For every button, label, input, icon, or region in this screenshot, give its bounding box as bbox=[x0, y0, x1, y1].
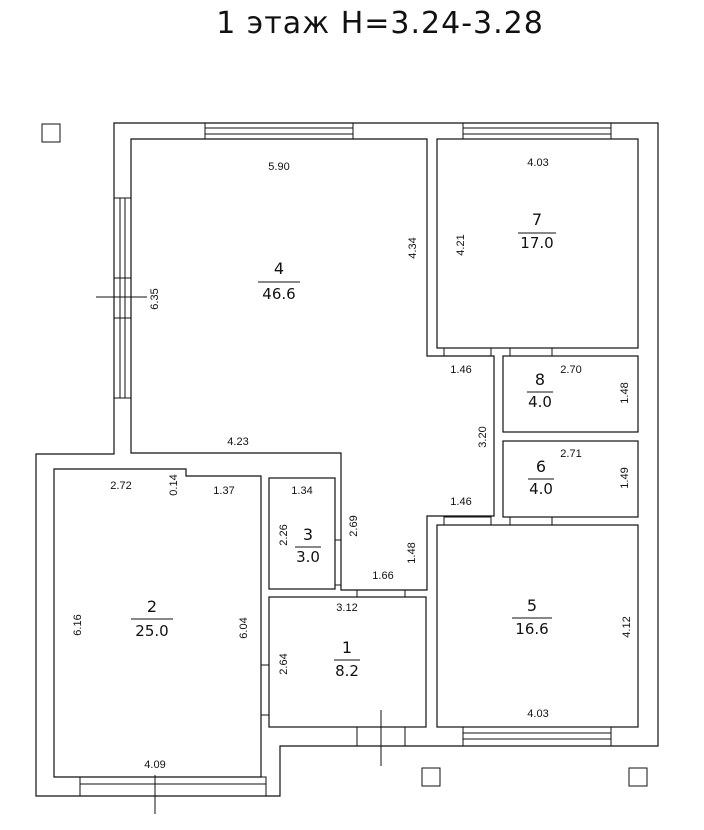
svg-text:4: 4 bbox=[274, 259, 284, 278]
dim-label: 2.71 bbox=[560, 448, 581, 460]
room-3-outline bbox=[268, 477, 336, 590]
door-3 bbox=[334, 539, 342, 586]
dim-label: 1.46 bbox=[450, 364, 471, 376]
outer-wall bbox=[35, 122, 659, 797]
room-8-label: 8 4.0 bbox=[527, 370, 553, 411]
dim-label: 1.48 bbox=[406, 542, 418, 563]
door-5 bbox=[443, 516, 492, 526]
dim-label: 1.66 bbox=[372, 570, 393, 582]
room-4-label: 4 46.6 bbox=[258, 259, 300, 303]
door-1-top bbox=[356, 589, 406, 598]
dim-label: 0.14 bbox=[168, 474, 180, 495]
svg-text:6: 6 bbox=[536, 457, 546, 476]
room-6-outline bbox=[502, 440, 639, 518]
svg-text:1: 1 bbox=[342, 638, 352, 657]
door-1-side bbox=[260, 664, 270, 716]
window-bottom-left bbox=[79, 776, 267, 797]
dim-label: 4.09 bbox=[144, 759, 165, 771]
door-8 bbox=[509, 347, 553, 357]
svg-text:5: 5 bbox=[527, 596, 537, 615]
svg-text:8.2: 8.2 bbox=[335, 662, 359, 680]
dim-label: 1.46 bbox=[450, 496, 471, 508]
svg-text:4.0: 4.0 bbox=[528, 393, 552, 411]
column-marker bbox=[41, 123, 61, 143]
svg-text:46.6: 46.6 bbox=[262, 285, 295, 303]
dim-label: 4.03 bbox=[527, 157, 548, 169]
dim-label: 2.64 bbox=[278, 653, 290, 674]
room-5-label: 5 16.6 bbox=[512, 596, 552, 638]
svg-text:16.6: 16.6 bbox=[515, 620, 548, 638]
svg-text:8: 8 bbox=[535, 370, 545, 389]
room-7-label: 7 17.0 bbox=[518, 210, 556, 252]
room-4-outline bbox=[130, 138, 495, 591]
dim-label: 2.70 bbox=[560, 364, 581, 376]
dim-label: 2.26 bbox=[278, 524, 290, 545]
dim-label: 3.20 bbox=[477, 426, 489, 447]
dim-label: 1.48 bbox=[619, 382, 631, 403]
dim-label: 3.12 bbox=[336, 602, 357, 614]
dim-label: 6.16 bbox=[72, 614, 84, 635]
room-2-outline bbox=[53, 468, 262, 778]
door-7 bbox=[443, 347, 492, 357]
window-top-right bbox=[462, 122, 612, 140]
column-marker bbox=[628, 767, 648, 787]
dim-label: 1.49 bbox=[619, 467, 631, 488]
room-1-label: 1 8.2 bbox=[334, 638, 360, 680]
dim-label: 6.04 bbox=[238, 617, 250, 638]
svg-text:3: 3 bbox=[303, 525, 313, 544]
window-top-left bbox=[204, 122, 354, 140]
svg-text:4.0: 4.0 bbox=[529, 480, 553, 498]
svg-text:25.0: 25.0 bbox=[135, 622, 168, 640]
room-3-label: 3 3.0 bbox=[295, 525, 321, 566]
dim-label: 4.03 bbox=[527, 708, 548, 720]
dim-label: 4.34 bbox=[407, 237, 419, 258]
room-2-label: 2 25.0 bbox=[131, 597, 173, 640]
room-1-outline bbox=[268, 596, 427, 728]
svg-text:2: 2 bbox=[147, 597, 157, 616]
dim-label: 6.35 bbox=[149, 288, 161, 309]
window-left bbox=[113, 197, 132, 399]
dim-label: 2.69 bbox=[348, 515, 360, 536]
svg-text:3.0: 3.0 bbox=[296, 548, 320, 566]
dim-label: 4.23 bbox=[227, 436, 248, 448]
dim-label: 1.34 bbox=[291, 485, 312, 497]
room-8-outline bbox=[502, 355, 639, 433]
plan-title: 1 этаж H=3.24-3.28 bbox=[216, 6, 544, 41]
dim-label: 5.90 bbox=[268, 161, 289, 173]
door-6 bbox=[509, 516, 553, 526]
window-bottom-right bbox=[462, 726, 612, 747]
dim-label: 1.37 bbox=[213, 485, 234, 497]
room-6-label: 6 4.0 bbox=[528, 457, 554, 498]
svg-text:17.0: 17.0 bbox=[520, 234, 553, 252]
svg-text:7: 7 bbox=[532, 210, 542, 229]
dim-label: 2.72 bbox=[110, 480, 131, 492]
column-marker bbox=[421, 767, 441, 787]
dim-label: 4.12 bbox=[621, 616, 633, 637]
dim-label: 4.21 bbox=[455, 234, 467, 255]
